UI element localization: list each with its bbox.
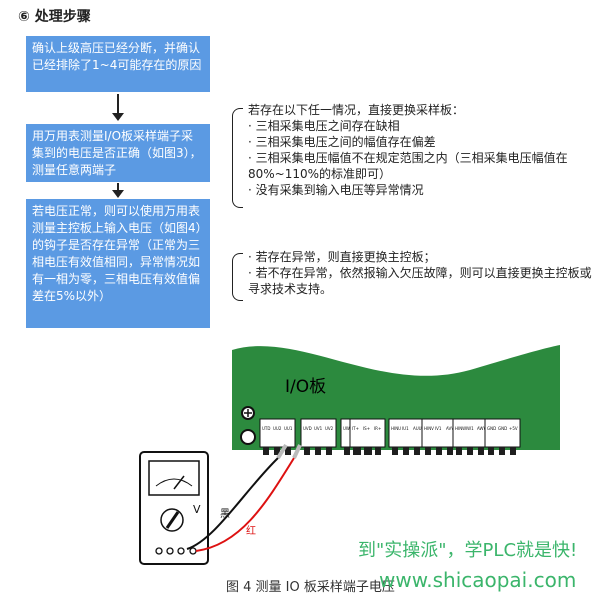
terminal-pin — [285, 447, 291, 455]
terminal-pin — [274, 447, 280, 455]
jack-icon — [177, 547, 185, 555]
terminal-label: UU2 — [273, 426, 282, 431]
terminal-block — [349, 418, 386, 448]
note-item: · 三相采集电压之间的幅值存在偏差 — [248, 135, 436, 149]
terminal-label: UVD — [303, 426, 312, 431]
multimeter-display — [148, 460, 200, 496]
terminal-pin — [436, 447, 442, 455]
brace-icon — [232, 253, 243, 301]
note-main-board: · 若存在异常，则直接更换主控板； · 若不存在异常，依然报输入欠压故障，则可以… — [248, 249, 593, 297]
terminal-pin — [304, 447, 310, 455]
terminal-label: IU1 — [402, 426, 409, 431]
note-replace-sampling-board: 若存在以下任一情况，直接更换采样板： · 三相采集电压之间存在缺相 · 三相采集… — [248, 102, 578, 198]
terminal-blocks: UTDUU2UU1UVDUV1UV2UWDUW2UW1IT+IS+IR+HINU… — [259, 418, 521, 455]
terminal-pin — [375, 447, 381, 455]
terminal-pin — [488, 447, 494, 455]
watermark-slogan: 到"实操派"，学PLC就是快! — [358, 540, 578, 561]
terminal-label: IS+ — [363, 426, 370, 431]
terminal-pin — [425, 447, 431, 455]
terminal-label: IT+ — [352, 426, 359, 431]
terminal-label: AWW — [477, 426, 487, 431]
terminal-block — [421, 418, 458, 448]
terminal-label: +5V — [509, 426, 518, 431]
terminal-label: GND — [487, 426, 496, 431]
terminal-pin — [353, 447, 359, 455]
terminal-block — [388, 418, 425, 448]
terminal-label: UWD — [343, 426, 353, 431]
terminal-label: UU1 — [284, 426, 293, 431]
step-2-box: 用万用表测量I/O板采样端子采集到的电压是否正确（如图3），测量任意两端子 — [26, 124, 210, 182]
terminal-label: GND — [498, 426, 507, 431]
note-item: · 若不存在异常，依然报输入欠压故障，则可以直接更换主控板或寻求技术支持。 — [248, 266, 592, 296]
terminal-pin — [467, 447, 473, 455]
terminal-pin — [447, 447, 453, 455]
terminal-pin — [326, 447, 332, 455]
terminal-pin — [392, 447, 398, 455]
terminal-pin — [315, 447, 321, 455]
terminal-label: HINW — [455, 426, 466, 431]
terminal-label: UV2 — [325, 426, 334, 431]
mounting-hole-icon — [240, 429, 256, 445]
brace-icon — [232, 108, 243, 208]
red-probe-lead — [195, 457, 295, 552]
note-item: · 没有采集到输入电压等异常情况 — [248, 183, 424, 197]
note-item: · 三相采集电压之间存在缺相 — [248, 119, 400, 133]
terminal-label: HINV — [424, 426, 434, 431]
jack-icon — [189, 547, 197, 555]
terminal-label: IW1 — [466, 426, 474, 431]
note-item: · 若存在异常，则直接更换主控板； — [248, 250, 436, 264]
figure-caption: 图 4 测量 IO 板采样端子电压 — [226, 580, 395, 595]
board-label: I/O板 — [285, 377, 326, 397]
terminal-pin — [456, 447, 462, 455]
terminal-block — [484, 418, 521, 448]
terminal-pin — [403, 447, 409, 455]
black-probe-label: 黑 — [220, 508, 230, 520]
jack-icon — [155, 547, 163, 555]
note-item: · 三相采集电压幅值不在规定范围之内（三相采集电压幅值在80%~110%的标准即… — [248, 151, 568, 181]
terminal-label: AUU — [413, 426, 422, 431]
terminal-label: HINU — [391, 426, 401, 431]
jack-icon — [166, 547, 174, 555]
terminal-pin — [414, 447, 420, 455]
terminal-pin — [510, 447, 516, 455]
section-heading: ⑥ 处理步骤 — [18, 9, 91, 25]
terminal-label: IV1 — [435, 426, 442, 431]
terminal-block — [300, 418, 337, 448]
note-lead: 若存在以下任一情况，直接更换采样板： — [248, 103, 465, 117]
meter-unit-label: V — [193, 503, 201, 516]
arrow-down-icon — [112, 183, 124, 198]
step-1-box: 确认上级高压已经分断，并确认已经排除了1~4可能存在的原因 — [26, 36, 210, 92]
red-probe-label: 红 — [246, 524, 256, 537]
watermark-url: www.shicaopai.com — [379, 568, 577, 592]
terminal-pin — [364, 447, 370, 455]
terminal-pin — [263, 447, 269, 455]
terminal-label: IR+ — [374, 426, 381, 431]
terminal-pin — [478, 447, 484, 455]
step-3-box: 若电压正常，则可以使用万用表测量主控板上输入电压（如图4）的钩子是否存在异常（正… — [26, 199, 210, 328]
terminal-block — [259, 418, 296, 448]
terminal-label: UTD — [262, 426, 270, 431]
black-probe-lead — [186, 457, 279, 550]
terminal-label: AVV — [446, 426, 454, 431]
terminal-block — [452, 418, 489, 448]
arrow-down-icon — [112, 94, 124, 121]
needle-icon — [173, 475, 185, 490]
terminal-pin — [344, 447, 350, 455]
terminal-label: UV1 — [314, 426, 323, 431]
terminal-pin — [499, 447, 505, 455]
